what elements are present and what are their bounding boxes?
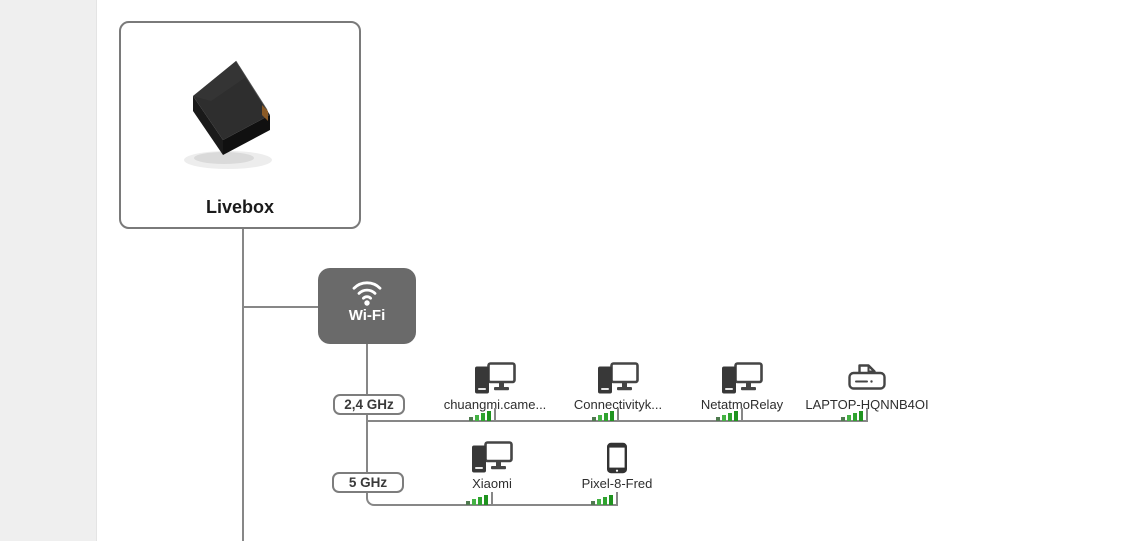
device-name: Pixel-8-Fred (581, 476, 653, 491)
left-sidebar (0, 0, 97, 541)
device-name: Connectivityk... (573, 397, 663, 412)
livebox-router-image (184, 60, 272, 169)
device-connector-line (866, 408, 868, 421)
wifi-trunk-and-5ghz-bus-line (366, 344, 618, 506)
livebox-node[interactable]: Livebox (119, 21, 361, 229)
device-node-24ghz-2[interactable]: Connectivityk... (543, 360, 693, 421)
signal-strength-icon (591, 495, 614, 505)
device-connector-line (494, 408, 496, 421)
device-node-24ghz-3[interactable]: NetatmoRelay (667, 360, 817, 421)
desktop-computer-icon (543, 362, 693, 395)
band-24ghz-label: 2,4 GHz (344, 397, 394, 412)
device-connector-line (491, 492, 493, 505)
livebox-label: Livebox (205, 197, 275, 217)
desktop-computer-icon (417, 441, 567, 474)
band-5ghz-pill[interactable]: 5 GHz (332, 472, 404, 493)
desktop-computer-icon (667, 362, 817, 395)
device-name: NetatmoRelay (700, 397, 784, 412)
printer-icon (792, 362, 942, 395)
band-24ghz-pill[interactable]: 2,4 GHz (333, 394, 405, 415)
wifi-icon (352, 281, 382, 306)
24ghz-bus-line (367, 420, 868, 422)
signal-strength-icon (841, 411, 864, 421)
signal-strength-icon (592, 411, 615, 421)
device-name: chuangmi.came... (443, 397, 547, 412)
device-name: LAPTOP-HQNNB4OI (805, 397, 929, 412)
wifi-label: Wi-Fi (348, 307, 386, 324)
desktop-computer-icon (420, 362, 570, 395)
device-node-5ghz-1[interactable]: Xiaomi (417, 439, 567, 505)
device-node-5ghz-2[interactable]: Pixel-8-Fred (542, 439, 692, 505)
device-connector-line (617, 408, 619, 421)
device-connector-line (616, 492, 618, 505)
device-node-24ghz-4[interactable]: LAPTOP-HQNNB4OI (792, 360, 942, 421)
device-connector-line (741, 408, 743, 421)
root-trunk-line (242, 229, 244, 541)
device-node-24ghz-1[interactable]: chuangmi.came... (420, 360, 570, 421)
band-5ghz-label: 5 GHz (348, 475, 388, 490)
signal-strength-icon (466, 495, 489, 505)
signal-strength-icon (716, 411, 739, 421)
smartphone-icon (542, 441, 692, 474)
device-name: Xiaomi (472, 476, 512, 491)
signal-strength-icon (469, 411, 492, 421)
wifi-branch-line (242, 306, 319, 308)
wifi-node[interactable]: Wi-Fi (318, 268, 416, 344)
